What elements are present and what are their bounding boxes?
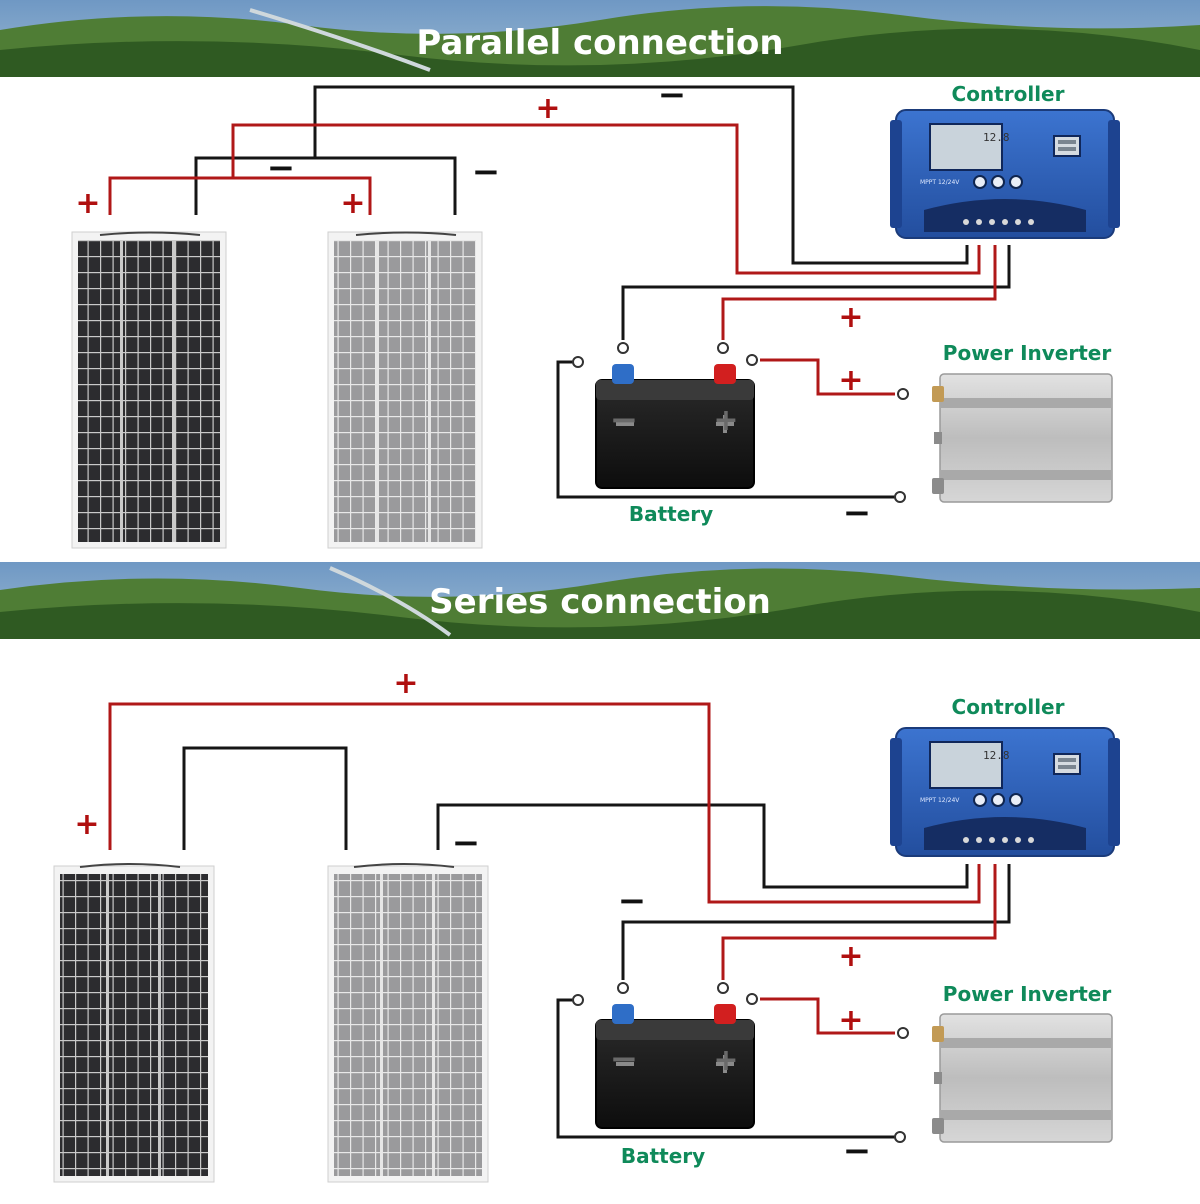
section-title: Series connection <box>429 582 771 622</box>
plus-symbol: + <box>340 186 365 221</box>
plus-symbol: + <box>535 91 560 126</box>
plus-symbol: + <box>713 403 738 438</box>
plus-symbol: + <box>75 186 100 221</box>
power-inverter <box>931 373 1113 503</box>
series-banner: Series connection <box>0 562 1200 639</box>
lcd-readout: 12.8 <box>983 131 1010 144</box>
solar-panel-1 <box>71 231 227 549</box>
parallel-banner: Parallel connection <box>0 0 1200 78</box>
minus-symbol: − <box>452 823 481 863</box>
series-diagram: 12.8 Controller Power Inverter Battery +… <box>53 666 1121 1183</box>
negative-wires <box>182 746 1011 1139</box>
plus-symbol: + <box>838 363 863 398</box>
positive-wires <box>108 123 997 396</box>
minus-symbol: − <box>610 400 639 440</box>
battery-label: Battery <box>621 1144 705 1168</box>
minus-symbol: − <box>610 1039 639 1079</box>
solar-panel-1 <box>53 863 215 1183</box>
minus-symbol: − <box>267 148 296 188</box>
power-inverter <box>931 1013 1113 1143</box>
charge-controller <box>889 109 1121 239</box>
controller-label: Controller <box>952 82 1065 106</box>
minus-symbol: − <box>472 152 501 192</box>
parallel-diagram: 12.8 Controller Power Inverter Battery +… <box>71 75 1121 549</box>
positive-wires <box>108 702 997 1035</box>
solar-panel-2 <box>327 863 489 1183</box>
minus-symbol: − <box>843 493 872 533</box>
negative-wires <box>194 85 1011 499</box>
plus-symbol: + <box>713 1043 738 1078</box>
charge-controller <box>889 727 1121 857</box>
plus-symbol: + <box>74 807 99 842</box>
controller-label: Controller <box>952 695 1065 719</box>
minus-symbol: − <box>618 881 647 921</box>
plus-symbol: + <box>838 939 863 974</box>
minus-symbol: − <box>658 75 687 115</box>
plus-symbol: + <box>838 300 863 335</box>
section-title: Parallel connection <box>416 23 783 63</box>
minus-symbol: − <box>843 1131 872 1171</box>
plus-symbol: + <box>838 1003 863 1038</box>
battery-label: Battery <box>629 502 713 526</box>
inverter-label: Power Inverter <box>943 982 1112 1006</box>
plus-symbol: + <box>393 666 418 701</box>
inverter-label: Power Inverter <box>943 341 1112 365</box>
solar-panel-2 <box>327 231 483 549</box>
lcd-readout: 12.8 <box>983 749 1010 762</box>
